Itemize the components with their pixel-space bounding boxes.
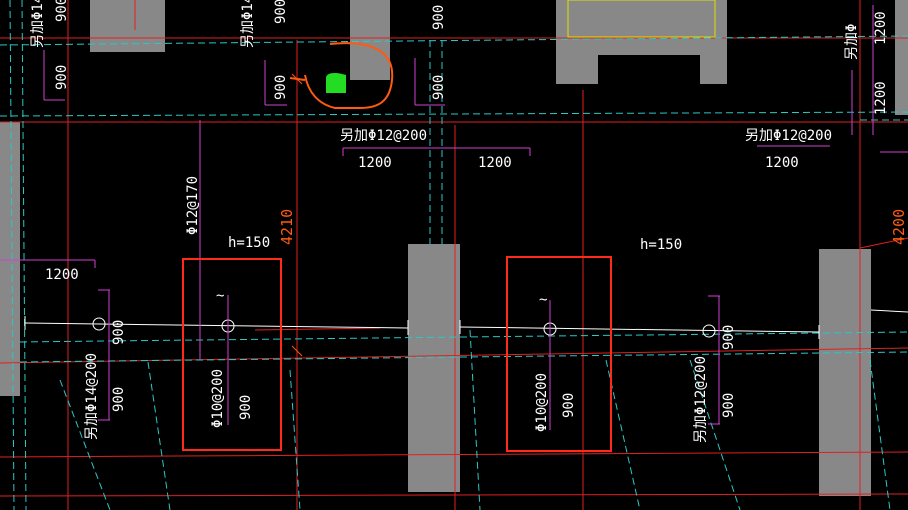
- highlight-boxes: [182, 256, 612, 452]
- dim-900-4: 900: [273, 0, 289, 24]
- dim-1200-vertical-top: 1200: [873, 11, 889, 45]
- dimension-ticks: [291, 73, 303, 357]
- dim-900-10: 900: [561, 393, 577, 418]
- magenta-rebar-lines: [0, 5, 908, 430]
- dim-900-1: 900: [54, 65, 70, 90]
- dim-1200-vertical: 1200: [873, 81, 889, 115]
- highlight-box-left: [182, 258, 282, 451]
- dim-900-6: 900: [431, 5, 447, 30]
- dim-1200-a: 1200: [358, 155, 392, 171]
- label-add-phi12-left: 另加Φ12@200: [340, 128, 427, 144]
- label-add-phi14-bottom: 另加Φ14@200: [84, 353, 100, 440]
- dim-900-12: 900: [721, 393, 737, 418]
- dim-4200: 4200: [890, 209, 908, 245]
- dim-900-7: 900: [111, 320, 127, 345]
- concrete-columns: [0, 0, 908, 496]
- label-add-phi14-top-a: 另加Φ14@: [30, 0, 46, 48]
- yellow-outline: [567, 0, 716, 38]
- column-top-left: [90, 0, 165, 52]
- white-beam-line: [24, 309, 908, 339]
- dim-1200-c: 1200: [765, 155, 799, 171]
- dim-900-5: 900: [431, 75, 447, 100]
- label-add-top-right: 另加Φ: [844, 24, 860, 60]
- dim-4210: 4210: [278, 209, 296, 245]
- label-phi10-200-left: Φ10@200: [210, 369, 226, 428]
- dim-1200-left: 1200: [45, 267, 79, 283]
- label-h150-right: h=150: [640, 237, 682, 253]
- column-top-right: [556, 0, 727, 84]
- label-add-phi12-right: 另加Φ12@200: [745, 128, 832, 144]
- break-mark-left: ~: [216, 288, 224, 304]
- break-mark-right: ~: [539, 292, 547, 308]
- column-center: [408, 244, 460, 492]
- dim-900-9: 900: [238, 395, 254, 420]
- column-left-edge: [0, 122, 20, 396]
- green-marker-icon: [326, 73, 346, 93]
- label-h150-left: h=150: [228, 235, 270, 251]
- label-add-phi12-bottom: 另加Φ12@200: [693, 356, 709, 443]
- label-phi10-200-right: Φ10@200: [534, 373, 550, 432]
- label-add-phi14-top-b: 另加Φ14@: [240, 0, 256, 48]
- highlight-box-right: [506, 256, 612, 452]
- dim-900-8: 900: [111, 387, 127, 412]
- dim-900-11: 900: [721, 325, 737, 350]
- dim-900-2: 900: [54, 0, 70, 22]
- column-top-right-edge: [895, 0, 908, 115]
- column-top-mid: [350, 0, 390, 80]
- label-phi12-170: Φ12@170: [185, 176, 201, 235]
- dim-1200-b: 1200: [478, 155, 512, 171]
- dim-900-3: 900: [273, 75, 289, 100]
- column-right: [819, 249, 871, 496]
